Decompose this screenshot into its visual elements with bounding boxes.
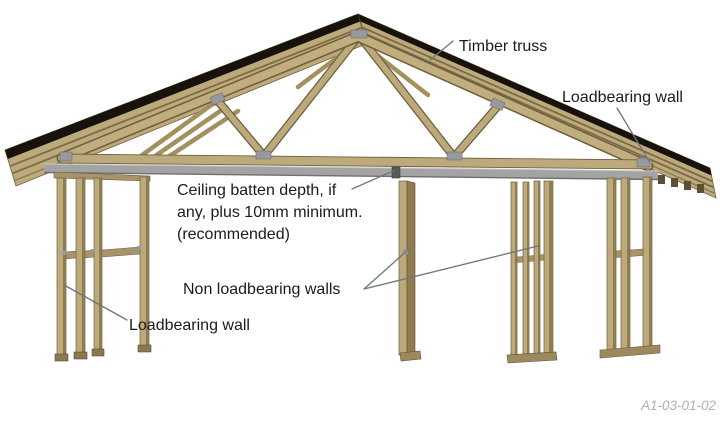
label-timber-truss: Timber truss <box>459 38 548 55</box>
label-loadbearing-wall-upper: Loadbearing wall <box>562 89 683 106</box>
label-non-loadbearing-walls: Non loadbearing walls <box>183 281 341 298</box>
non-loadbearing-wall-2 <box>506 180 558 364</box>
leader-timber-truss <box>429 40 454 61</box>
label-loadbearing-wall-lower: Loadbearing wall <box>129 317 250 334</box>
left-loadbearing-wall <box>53 171 152 362</box>
figure-reference-code: A1-03-01-02 <box>640 398 716 413</box>
leader-loadbearing-wall-right <box>616 107 650 162</box>
truss-web-members <box>213 33 503 162</box>
leader-loadbearing-wall-left <box>63 284 128 321</box>
leader-ceiling-batten <box>351 170 394 190</box>
wall-2-noggings <box>516 254 545 263</box>
left-wall-feet <box>54 344 152 362</box>
roof-edge-right <box>358 14 712 176</box>
right-wall-noggings <box>615 248 644 258</box>
label-ceiling-batten-note: Ceiling batten depth, if any, plus 10mm … <box>177 182 363 243</box>
right-wall-bottom-plate <box>599 344 661 359</box>
non-loadbearing-wall-2-plate <box>506 351 558 364</box>
leader-lines <box>63 40 650 321</box>
ceiling-batten-bar <box>43 163 659 181</box>
left-wall-noggings <box>65 246 141 260</box>
ceiling-gap-marker <box>391 166 401 179</box>
right-loadbearing-wall <box>599 176 661 359</box>
non-loadbearing-wall-1 <box>391 166 422 362</box>
roof-edge-left <box>5 14 360 159</box>
truss-joint-plates <box>59 29 651 168</box>
truss-top-chords <box>56 31 654 172</box>
leader-non-loadbearing-1 <box>363 247 411 290</box>
leader-non-loadbearing-2 <box>363 245 539 290</box>
non-loadbearing-wall-1-foot <box>399 350 422 362</box>
eave-rafter-tails <box>658 175 704 193</box>
